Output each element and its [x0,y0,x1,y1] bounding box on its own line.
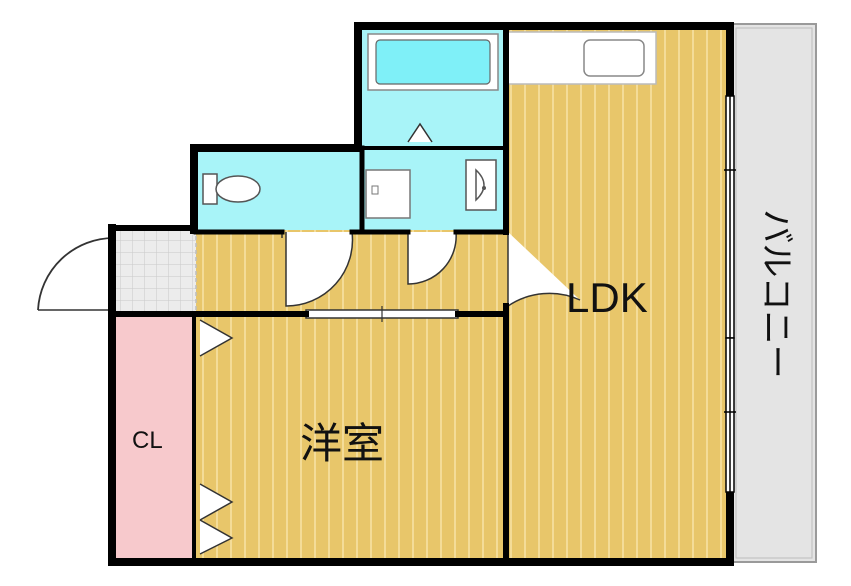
toilet [202,173,261,205]
entrance-door [37,237,115,311]
washroom-door-swing [407,231,457,285]
kitchen-counter [507,31,657,85]
hallway-door-swing [285,231,354,307]
closet-floor [116,316,196,558]
western-room-label: 洋室 [300,420,384,467]
balcony [731,23,817,563]
western-room-floor [196,316,506,558]
closet-label: CL [132,427,163,454]
ldk-door-swing [507,232,581,308]
balcony-label: バルコニー [757,209,795,378]
ldk-windows [724,95,736,493]
bathtub [367,33,499,91]
washing-machine-space [365,169,411,219]
closet-doors [199,319,234,555]
washbasin [465,159,497,211]
ldk-label: LDK [566,274,648,321]
walls [108,22,734,566]
entrance-tile [116,230,196,316]
